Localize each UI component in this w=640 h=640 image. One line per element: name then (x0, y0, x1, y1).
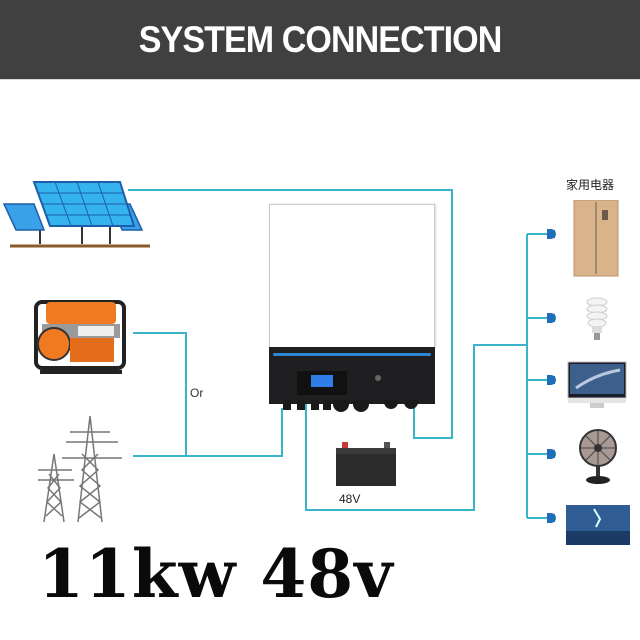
cfl-bulb-icon (586, 297, 608, 340)
inverter-body (269, 204, 435, 348)
solar-panels-icon (2, 181, 150, 248)
plug-icons (547, 229, 556, 523)
appliances-title: 家用电器 (566, 178, 615, 192)
monitor-icon (567, 361, 627, 408)
generator-icon (34, 300, 126, 374)
inverter-control-panel (269, 347, 435, 404)
desk-fan-icon (579, 429, 617, 484)
lcd-screen (311, 375, 333, 387)
inverter-button (375, 375, 381, 381)
inverter-light-strip (273, 353, 431, 356)
or-label: Or (190, 386, 204, 400)
inverter-display-panel (297, 371, 347, 395)
header-banner: SYSTEM CONNECTION (0, 0, 640, 80)
battery-voltage-label: 48V (339, 492, 361, 506)
tv-icon (566, 505, 630, 545)
battery-icon (336, 442, 396, 486)
hybrid-inverter-icon (269, 204, 435, 412)
cable-glands-icon (283, 400, 418, 412)
spec-label: 11kw 48v (38, 535, 394, 613)
refrigerator-icon (573, 200, 619, 277)
power-tower-icon (38, 415, 122, 523)
page-title: SYSTEM CONNECTION (138, 18, 503, 60)
